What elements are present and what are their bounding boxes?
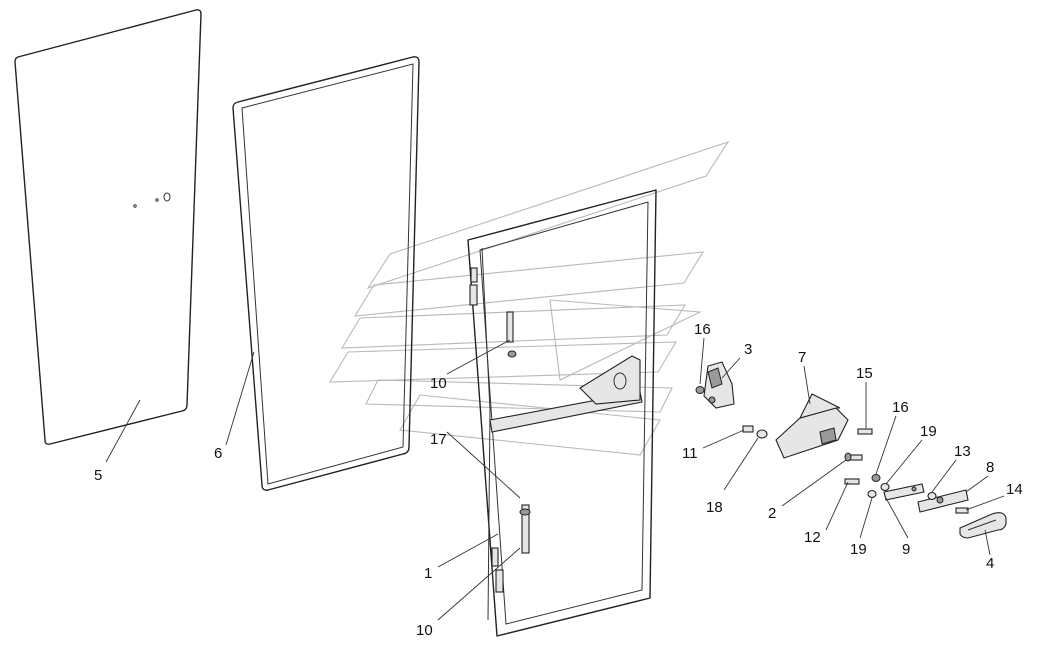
callout-17: 17 — [430, 431, 447, 448]
door-handle — [959, 512, 1007, 539]
screw-14 — [955, 507, 969, 514]
gasket-panel — [232, 56, 420, 491]
callout-8: 8 — [986, 459, 994, 476]
washer-19-lower — [867, 489, 877, 499]
callout-15: 15 — [856, 365, 873, 382]
callout-11: 11 — [682, 445, 698, 462]
callout-9: 9 — [902, 541, 910, 558]
screw-15 — [857, 428, 873, 435]
washer-13 — [927, 491, 937, 501]
callout-7: 7 — [798, 349, 806, 366]
callout-4: 4 — [986, 555, 994, 572]
callout-16: 16 — [694, 321, 711, 338]
callout-3: 3 — [744, 341, 752, 358]
hinge-pin-lower — [519, 504, 531, 554]
screw-2 — [844, 452, 863, 462]
callout-14: 14 — [1006, 481, 1023, 498]
washer-19-upper — [880, 482, 890, 492]
callout-2: 2 — [768, 505, 776, 522]
callout-12: 12 — [804, 529, 821, 546]
callout-19: 19 — [920, 423, 937, 440]
watermark-logo — [329, 140, 730, 456]
plate-9 — [883, 483, 925, 501]
leader-lines — [105, 337, 1005, 621]
callout-5: 5 — [94, 467, 102, 484]
callout-10-lower: 10 — [416, 622, 433, 639]
nut-16-right — [871, 474, 881, 482]
callout-16-right: 16 — [892, 399, 909, 416]
hinge-pin-upper — [506, 311, 517, 358]
door-frame — [467, 189, 657, 637]
callout-13: 13 — [954, 443, 971, 460]
callout-6: 6 — [214, 445, 222, 462]
bolt-12 — [844, 478, 860, 485]
callout-19-lower: 19 — [850, 541, 867, 558]
callout-10: 10 — [430, 375, 447, 392]
lock-housing — [775, 393, 849, 459]
callout-1: 1 — [424, 565, 432, 582]
plate-8 — [917, 489, 969, 513]
bolt-11 — [742, 425, 754, 433]
washer-18 — [756, 429, 768, 439]
lock-latch — [703, 361, 735, 409]
nut-upper — [695, 386, 705, 394]
glass-panel — [14, 9, 202, 445]
callout-labels: 5 6 10 17 1 10 16 3 7 15 11 18 2 16 19 1… — [94, 321, 1023, 639]
callout-18: 18 — [706, 499, 723, 516]
